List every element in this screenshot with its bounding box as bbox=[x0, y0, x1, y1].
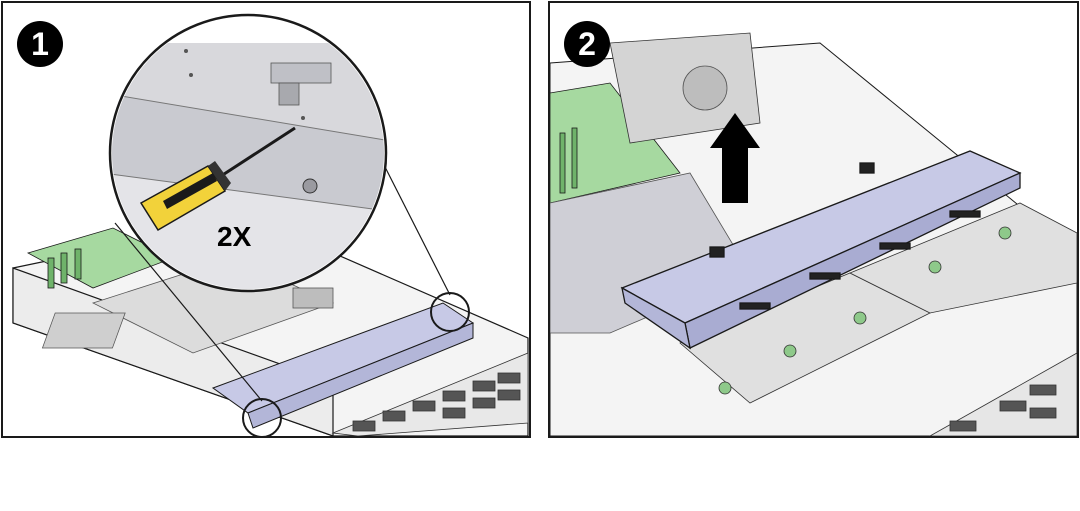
step-1-panel: 1 bbox=[1, 1, 531, 438]
air-duct bbox=[211, 302, 475, 429]
step-1-illustration bbox=[12, 13, 529, 436]
drive-bays bbox=[929, 352, 1077, 436]
up-arrow-icon bbox=[710, 113, 760, 203]
screwdriver-icon bbox=[139, 126, 296, 232]
air-duct bbox=[620, 150, 1022, 350]
pci-riser bbox=[609, 32, 761, 144]
step-1-badge: 1 bbox=[17, 21, 63, 67]
callout-circle-left bbox=[242, 398, 282, 436]
quantity-callout: 2X bbox=[217, 221, 252, 252]
callout-circle-right bbox=[430, 292, 470, 332]
step-2-panel: 2 bbox=[548, 1, 1079, 438]
motherboard bbox=[26, 227, 174, 289]
drive-bays bbox=[331, 352, 529, 436]
fan-modules bbox=[679, 202, 1077, 404]
step-2-illustration bbox=[550, 32, 1077, 436]
step-2-badge: 2 bbox=[564, 21, 610, 67]
